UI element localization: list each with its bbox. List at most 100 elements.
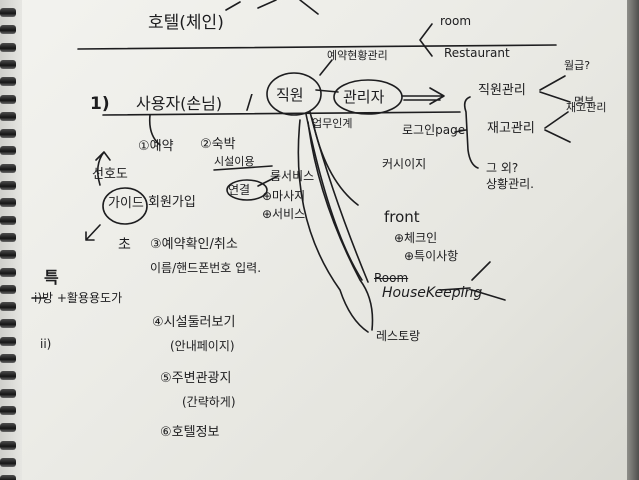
item6-hotel-info: ⑥호텔정보 bbox=[160, 425, 220, 440]
favorites-label: 선호도 bbox=[92, 167, 128, 182]
special-notes-label: ⊕특이사항 bbox=[404, 249, 459, 263]
checkin-label: ⊕체크인 bbox=[394, 231, 438, 245]
membership-label: 회원가입 bbox=[148, 195, 196, 210]
page-title: 호텔(체인) bbox=[148, 13, 224, 33]
sales-mgmt-label: 상황관리. bbox=[486, 177, 534, 191]
binding-ring bbox=[0, 8, 16, 17]
binding-ring bbox=[0, 441, 16, 450]
employee-circle bbox=[266, 72, 322, 116]
employee-role-label: 직원 bbox=[276, 86, 304, 104]
handover-label: 업무인계 bbox=[312, 117, 353, 130]
item2-stay: ②숙박 bbox=[200, 137, 236, 152]
binding-ring bbox=[0, 406, 16, 415]
binding-ring bbox=[0, 389, 16, 398]
binding-ring bbox=[0, 423, 16, 432]
manager-circle bbox=[333, 79, 403, 115]
binding-ring bbox=[0, 371, 16, 380]
top-sketch-stroke bbox=[225, 0, 319, 15]
roster-label: 명부 bbox=[574, 95, 595, 108]
binding-ring bbox=[0, 112, 16, 121]
page-edge-shadow bbox=[627, 0, 639, 480]
housekeeping-arrow bbox=[439, 261, 506, 301]
stock-branches bbox=[544, 111, 571, 143]
room-service-label: 룸서비스 bbox=[270, 169, 315, 183]
employee-sweep-a bbox=[309, 111, 369, 283]
binding-ring bbox=[0, 129, 16, 138]
employee-manager-link bbox=[315, 89, 339, 93]
down-arrow bbox=[85, 224, 101, 241]
manager-arrow bbox=[401, 87, 445, 105]
role-separator: / bbox=[246, 90, 253, 114]
binding-ring bbox=[0, 77, 16, 86]
front-label: front bbox=[384, 208, 420, 226]
restaurant-label: Restaurant bbox=[444, 46, 510, 60]
item4-subtext: (안내페이지) bbox=[170, 339, 235, 353]
binding-ring bbox=[0, 285, 16, 294]
login-page-label: 로그인page bbox=[402, 123, 466, 137]
binding-ring bbox=[0, 319, 16, 328]
stock-short-label: 재고관리 bbox=[566, 101, 607, 114]
section-number: 1) bbox=[90, 94, 110, 114]
reservation-status-label: 예약현황관리 bbox=[327, 49, 388, 62]
massage-label: ⊕마사지 bbox=[262, 189, 306, 203]
binding-ring bbox=[0, 164, 16, 173]
left-note-line1: i)방 +활용용도가 bbox=[34, 291, 123, 305]
binding-ring bbox=[0, 146, 16, 155]
binding-ring bbox=[0, 181, 16, 190]
cleaning-label: 레스토랑 bbox=[376, 329, 421, 343]
customer-message-label: 커시이지 bbox=[382, 157, 427, 171]
manager-bracket bbox=[454, 96, 479, 169]
binding-ring bbox=[0, 216, 16, 225]
user-role-label: 사용자(손님) bbox=[136, 94, 223, 113]
room-label: room bbox=[440, 14, 472, 28]
employee-sweep-c bbox=[311, 117, 359, 206]
binding-ring bbox=[0, 60, 16, 69]
title-underline bbox=[77, 44, 557, 50]
guide-label: 가이드 bbox=[108, 196, 144, 211]
room-service-link bbox=[257, 175, 279, 187]
housekeeping-label: HouseKeeping bbox=[382, 285, 483, 301]
curve-arrow bbox=[95, 151, 111, 186]
misc-label: 그 외? bbox=[486, 161, 519, 175]
binding-ring bbox=[0, 354, 16, 363]
item5-subtext: (간략하게) bbox=[182, 395, 236, 409]
binding-ring bbox=[0, 458, 16, 467]
connected-label: 연결 bbox=[228, 183, 251, 197]
left-note-heading: 특 bbox=[44, 268, 59, 287]
binding-ring bbox=[0, 250, 16, 259]
binding-ring bbox=[0, 25, 16, 34]
staff-mgmt-branches bbox=[539, 75, 571, 103]
binding-ring bbox=[0, 302, 16, 311]
extra-service-label: ⊕서비스 bbox=[262, 207, 306, 221]
binding-ring bbox=[0, 43, 16, 52]
binding-ring bbox=[0, 95, 16, 104]
binding-ring bbox=[0, 475, 16, 480]
left-note-line2: ii) bbox=[40, 337, 52, 351]
employee-sweep-d bbox=[307, 121, 374, 331]
item1-reservation: ①예약 bbox=[138, 139, 174, 154]
arrow-note: 초 bbox=[118, 237, 131, 253]
stock-mgmt-label: 재고관리 bbox=[487, 121, 535, 136]
binding-ring bbox=[0, 233, 16, 242]
item4-facility-tour: ④시설둘러보기 bbox=[152, 315, 236, 330]
binding-ring bbox=[0, 198, 16, 207]
item3-subtext: 이름/핸드폰번호 입력. bbox=[150, 261, 262, 275]
salary-label: 월급? bbox=[564, 59, 591, 72]
item5-attractions: ⑤주변관광지 bbox=[160, 371, 232, 386]
binding-ring bbox=[0, 337, 16, 346]
crossed-room-label: Room bbox=[374, 271, 409, 285]
guide-circle bbox=[102, 187, 148, 225]
employee-sweep-b bbox=[305, 113, 363, 281]
item3-confirm: ③예약확인/취소 bbox=[150, 237, 238, 252]
connected-circle bbox=[226, 179, 268, 201]
view-facilities-label: 시설이용 bbox=[214, 155, 255, 168]
manager-role-label: 관리자 bbox=[343, 88, 385, 106]
reservation-link bbox=[319, 59, 333, 76]
employee-sweep-e bbox=[297, 119, 369, 333]
top-bracket bbox=[419, 23, 433, 57]
facility-underline bbox=[213, 165, 273, 171]
binding-ring bbox=[0, 268, 16, 277]
user-branch-line bbox=[148, 114, 161, 146]
